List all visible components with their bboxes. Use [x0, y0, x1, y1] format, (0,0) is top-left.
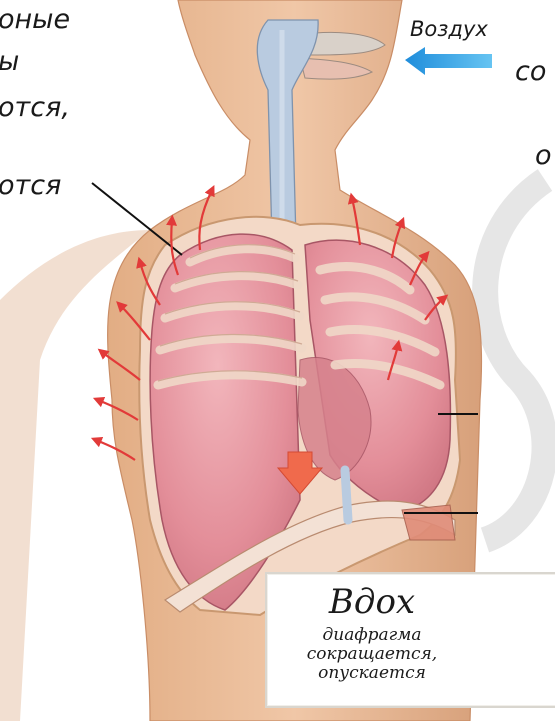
inhale-caption-box: Вдох диафрагма сокращается, опускается	[265, 572, 555, 708]
watermark-shape	[485, 180, 545, 540]
caption-line-3: опускается	[267, 664, 477, 683]
caption-line-1: диафрагма	[267, 626, 477, 645]
left-label-line-3: отся,	[0, 92, 70, 123]
caption-title: Вдох	[267, 582, 477, 622]
air-label: Воздух	[410, 17, 488, 41]
caption-line-2: сокращается,	[267, 645, 477, 664]
right-label-line-1: со	[515, 56, 546, 87]
right-label-line-2: о	[535, 140, 552, 171]
left-label-line-2: ы	[0, 46, 19, 77]
left-label-line-4: отся	[0, 170, 61, 201]
left-label-line-1: оные	[0, 4, 70, 35]
air-inflow-arrow	[405, 47, 492, 75]
